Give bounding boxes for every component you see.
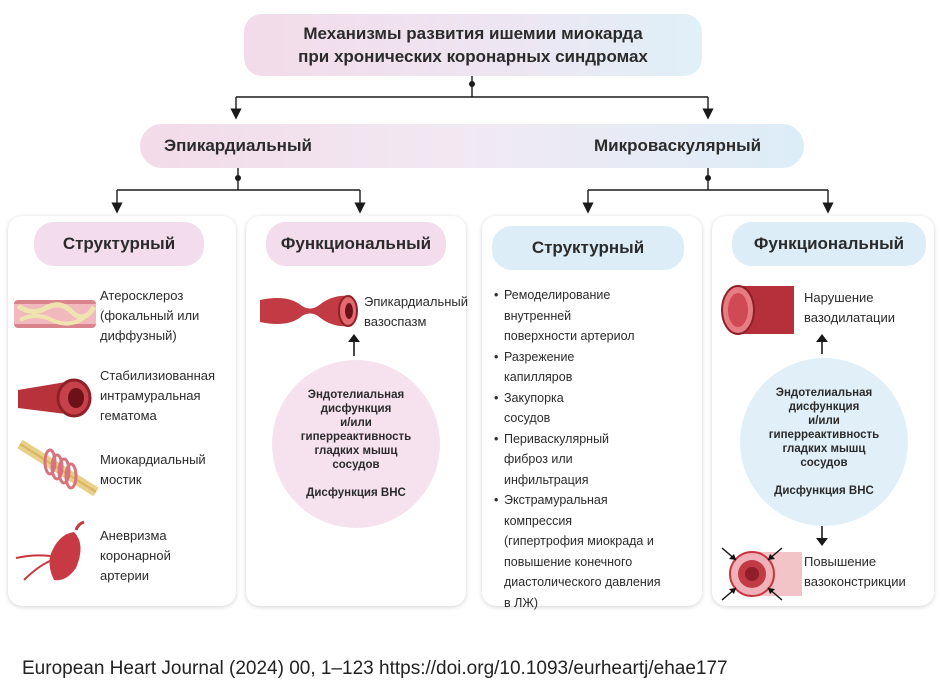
vasospasm-line-1: Эпикардиальный (364, 294, 468, 309)
vasoconstriction-line-1: Повышение (804, 554, 877, 569)
title-line-2: при хронических коронарных синдромах (298, 47, 648, 66)
item-hematoma-line-1: Стабилизиованная (100, 368, 216, 383)
vasoconstriction-line-2: вазоконстрикции (804, 574, 906, 589)
list-item-line: Разрежение (504, 349, 575, 364)
branch-band (140, 124, 804, 168)
item-atherosclerosis: Атеросклероз (фокальный или диффузный) (100, 286, 199, 346)
list-item-line: Периваскулярный (504, 431, 610, 446)
epi-circle-line-6: сосудов (332, 459, 380, 471)
vasodilation-line-1: Нарушение (804, 290, 874, 305)
epi-circle-ans: Дисфункция ВНС (306, 487, 406, 499)
epi-circle-line-5: гладких мышц (314, 445, 398, 457)
item-atherosclerosis-line-3: диффузный) (100, 328, 177, 343)
header-epicardial-structural: Структурный (34, 222, 204, 266)
header-epicardial-functional: Функциональный (266, 222, 446, 266)
list-item-line: поверхности артериол (504, 329, 635, 343)
micro-circle-ans: Дисфункция ВНС (774, 485, 874, 497)
list-item: Периваскулярный фиброз или инфильтрация (494, 429, 704, 491)
arrow-up-icon (348, 334, 360, 356)
list-item-line: Ремоделирование (504, 288, 611, 302)
item-aneurysm-line-3: артерии (100, 568, 149, 583)
list-item-line: сосудов (504, 411, 551, 425)
list-item-line: повышение конечного (504, 554, 633, 569)
epi-circle-line-4: гиперреактивность (300, 431, 412, 443)
arrow-down-icon (816, 526, 828, 546)
list-item-line: внутренней (504, 308, 572, 323)
list-item-line: фиброз или (504, 452, 573, 466)
list-item: Закупорка сосудов (494, 388, 704, 429)
item-hematoma: Стабилизиованная интрамуральная гематома (100, 366, 215, 426)
hematoma-icon (18, 378, 92, 418)
list-item: Экстрамуральная компрессия (гипертрофия … (494, 490, 704, 613)
increased-vasoconstriction-label: Повышение вазоконстрикции (804, 552, 906, 592)
list-item-line: капилляров (504, 370, 573, 384)
citation-footer: European Heart Journal (2024) 00, 1–123 … (22, 658, 728, 679)
myocardial-bridge-icon (17, 440, 99, 496)
list-item-line: компрессия (504, 513, 573, 528)
vasospasm-line-2: вазоспазм (364, 314, 427, 329)
micro-circle-line-1: Эндотелиальная (775, 387, 873, 399)
micro-circle-line-3: и/или (808, 415, 840, 427)
list-item: Разрежение капилляров (494, 347, 704, 388)
item-aneurysm-line-2: коронарной (100, 548, 171, 563)
item-myocardial-bridge-line-1: Миокардиальный (100, 452, 206, 467)
microvascular-structural-list: Ремоделирование внутренней поверхности а… (494, 285, 704, 613)
micro-circle-line-6: сосудов (800, 457, 848, 469)
header-microvascular-structural: Структурный (492, 226, 684, 270)
title-line-1: Механизмы развития ишемии миокарда (303, 24, 643, 43)
vessel-constricted-icon (721, 547, 802, 601)
item-myocardial-bridge: Миокардиальный мостик (100, 450, 206, 490)
micro-circle-line-4: гиперреактивность (768, 429, 880, 441)
branch-epicardial: Эпикардиальный (164, 136, 312, 155)
micro-circle-line-2: дисфункция (788, 401, 860, 413)
item-aneurysm-line-1: Аневризма (100, 528, 167, 543)
diagram-title: Механизмы развития ишемии миокарда при х… (244, 14, 702, 76)
branch-microvascular: Микроваскулярный (594, 136, 762, 155)
epicardial-vasospasm-label: Эпикардиальный вазоспазм (364, 292, 468, 332)
arrow-up-icon (816, 334, 828, 354)
vasospasm-icon (260, 295, 358, 327)
vessel-dilated-icon (721, 285, 794, 335)
microvascular-endothelial-circle: Эндотелиальная дисфункция и/или гиперреа… (740, 358, 908, 526)
list-item-line: диастолического давления (504, 575, 661, 589)
list-item-line: (гипертрофия миокрада и (504, 534, 654, 548)
vasodilation-line-2: вазодилатации (804, 310, 895, 325)
list-item-line: инфильтрация (504, 472, 589, 487)
aneurysm-icon (15, 520, 85, 581)
list-item-line: Экстрамуральная (504, 493, 608, 507)
list-item: Ремоделирование внутренней поверхности а… (494, 285, 704, 347)
header-microvascular-functional: Функциональный (732, 222, 926, 266)
epi-circle-line-1: Эндотелиальная (307, 389, 405, 401)
item-hematoma-line-3: гематома (100, 408, 157, 423)
item-atherosclerosis-line-2: (фокальный или (100, 308, 200, 323)
impaired-vasodilation-label: Нарушение вазодилатации (804, 288, 895, 328)
item-atherosclerosis-line-1: Атеросклероз (100, 288, 184, 303)
item-myocardial-bridge-line-2: мостик (100, 472, 142, 487)
item-aneurysm: Аневризма коронарной артерии (100, 526, 171, 586)
epi-circle-line-3: и/или (340, 417, 372, 429)
epi-circle-line-2: дисфункция (320, 403, 392, 415)
atherosclerosis-icon (14, 300, 97, 328)
item-hematoma-line-2: интрамуральная (100, 388, 201, 403)
list-item-line: в ЛЖ) (504, 595, 539, 610)
list-item-line: Закупорка (504, 390, 564, 405)
epicardial-endothelial-circle: Эндотелиальная дисфункция и/или гиперреа… (272, 360, 440, 528)
micro-circle-line-5: гладких мышц (782, 443, 866, 455)
